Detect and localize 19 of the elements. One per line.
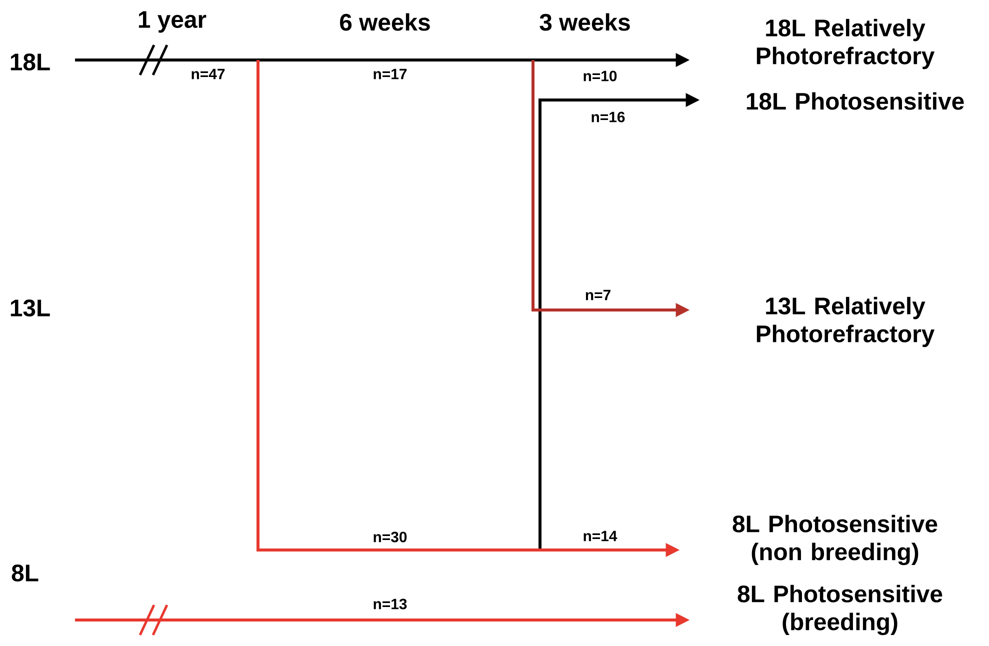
row-label: 13L [10,300,50,316]
edge-label: n=13 [374,598,407,610]
edge-label: n=16 [592,112,625,122]
edge-label: n=7 [586,290,610,300]
outcome-label: 18L Relatively Photorefractory [756,18,935,70]
column-heading: 3 weeks [540,13,630,31]
column-heading: 6 weeks [340,13,430,31]
outcome-label: 18L Photosensitive [746,92,964,110]
outcome-label: 8L Photosensitive (non breeding) [732,514,938,566]
outcome-label: 8L Photosensitive (breeding) [738,584,942,636]
edge-label: n=10 [584,70,617,82]
outcome-label: 13L Relatively Photorefractory [756,296,935,348]
row-label: 18L [10,54,50,70]
count-label: n=17 [374,68,407,80]
column-heading: 1 year [138,11,206,33]
count-label: n=47 [192,68,225,80]
edge-label: n=14 [584,530,618,542]
row-label: 8L [12,564,38,582]
count-label: n=30 [374,532,407,542]
